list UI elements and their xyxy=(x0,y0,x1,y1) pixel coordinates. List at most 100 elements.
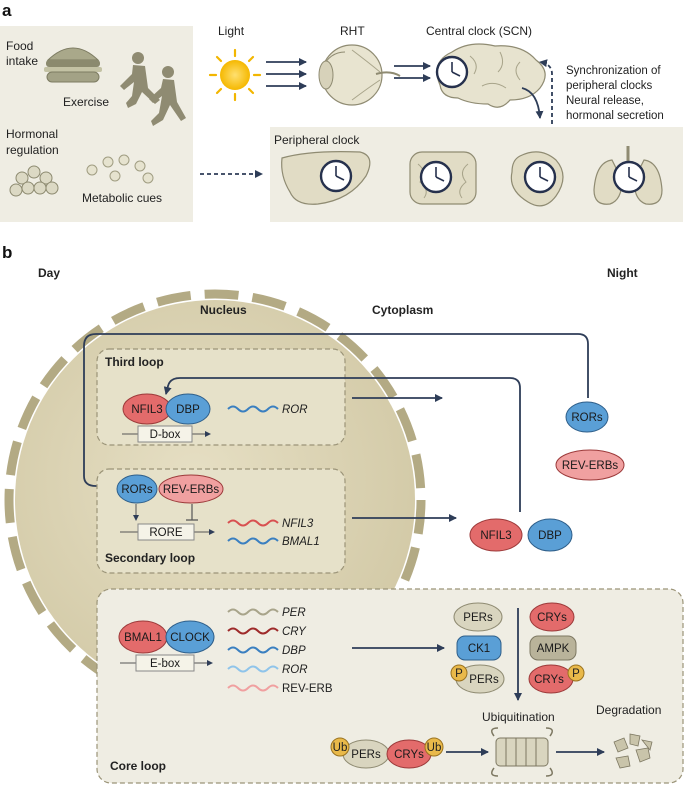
third-dbp xyxy=(165,393,211,425)
hormonal-label-1: Hormonal xyxy=(6,127,58,141)
cyto-nfil3-label: NFIL3 xyxy=(480,530,511,542)
core-mrna-waves xyxy=(227,608,279,692)
food-label-1: Food xyxy=(6,39,33,53)
ror-mrna-wave xyxy=(227,405,279,413)
heart-clock-icon xyxy=(523,160,557,194)
cyto-nfil3 xyxy=(469,518,523,552)
ebox-label: E-box xyxy=(150,658,180,670)
sec-reverbs-label: REV-ERBs xyxy=(163,484,219,496)
metabolic-label: Metabolic cues xyxy=(82,191,162,205)
phospho-pers-label: P xyxy=(455,668,463,680)
reverbs-inhibit-line xyxy=(186,504,198,521)
ub-right-label: Ub xyxy=(427,742,442,754)
cyto-rors xyxy=(565,401,609,433)
sec-gene-bmal1: BMAL1 xyxy=(282,536,320,548)
pers-label: PERs xyxy=(463,612,493,624)
dbox-label: D-box xyxy=(150,429,181,441)
peripheral-feedback-arrow xyxy=(539,59,553,124)
core-gene-per: PER xyxy=(282,607,306,619)
core-clock xyxy=(165,620,215,654)
secondary-loop-title: Secondary loop xyxy=(105,551,195,565)
runners-icon xyxy=(120,52,186,126)
light-label: Light xyxy=(218,24,245,38)
cytoplasm-label: Cytoplasm xyxy=(372,303,433,317)
core-gene-ror: ROR xyxy=(282,664,308,676)
day-label: Day xyxy=(38,266,60,280)
phospho-badge-pers xyxy=(450,664,468,682)
secondary-loop-box xyxy=(96,468,346,574)
core-loop-title: Core loop xyxy=(110,759,166,773)
rore-label: RORE xyxy=(149,527,183,539)
rors-reverbs-feedback-arrow xyxy=(83,333,589,490)
intestine-clock-icon xyxy=(419,160,453,194)
exercise-label: Exercise xyxy=(63,95,109,109)
brain-to-peripheral-arrow xyxy=(521,87,544,119)
nfil3-mrna-wave xyxy=(227,519,279,527)
core-clock-label: CLOCK xyxy=(170,632,210,644)
degradation-label: Degradation xyxy=(596,703,661,717)
core-gene-cry: CRY xyxy=(282,626,307,638)
sec-rors-label: RORs xyxy=(121,484,153,496)
ampk-protein xyxy=(529,635,577,661)
nucleus-label: Nucleus xyxy=(200,303,247,317)
ub-left-label: Ub xyxy=(333,742,348,754)
panel-a-label: a xyxy=(2,1,12,20)
light-arrows xyxy=(266,58,307,90)
food-label-2: intake xyxy=(6,54,38,68)
dbox-element xyxy=(137,425,193,443)
phospho-badge-crys xyxy=(567,664,585,682)
panel-b-label: b xyxy=(2,243,12,262)
pers-p-label: PERs xyxy=(469,674,499,686)
ck1-label: CK1 xyxy=(468,643,490,655)
cyto-dbp-label: DBP xyxy=(538,530,562,542)
hormone-molecule-icon xyxy=(9,165,59,197)
crys-protein xyxy=(529,602,575,632)
ubiquitination-label: Ubiquitination xyxy=(482,710,555,724)
night-label: Night xyxy=(607,266,638,280)
third-loop-title: Third loop xyxy=(105,355,164,369)
peripheral-clock-label: Peripheral clock xyxy=(274,133,360,147)
degraded-fragments-icon xyxy=(613,733,653,769)
peripheral-clock-icons xyxy=(319,159,646,194)
pers-protein xyxy=(453,602,503,632)
sec-gene-nfil3: NFIL3 xyxy=(282,518,314,530)
brain-icon xyxy=(436,43,546,108)
ub-pers-label: PERs xyxy=(351,749,381,761)
sec-rors xyxy=(116,474,158,504)
sync-text-1: Synchronization of xyxy=(566,65,661,77)
crys-label: CRYs xyxy=(537,612,567,624)
sync-text-3: Neural release, xyxy=(566,95,644,107)
ampk-label: AMPK xyxy=(537,643,570,655)
sun-icon xyxy=(208,48,262,102)
core-gene-reverb: REV-ERB xyxy=(282,683,333,695)
bmal1-mrna-wave xyxy=(227,537,279,545)
cyto-reverbs-label: REV-ERBs xyxy=(562,460,618,472)
central-clock-label: Central clock (SCN) xyxy=(426,24,532,38)
sec-reverbs xyxy=(158,474,224,504)
ebox-element xyxy=(135,654,195,672)
rht-label: RHT xyxy=(340,24,365,38)
eye-icon xyxy=(318,44,401,106)
cyto-reverbs xyxy=(555,449,625,481)
liver-clock-icon xyxy=(319,159,353,193)
rore-element xyxy=(137,523,195,541)
core-gene-dbp: DBP xyxy=(282,645,306,657)
metabolite-dots-icon xyxy=(86,154,154,184)
burger-icon xyxy=(44,47,102,83)
sync-text-4: hormonal secretion xyxy=(566,110,664,122)
cyto-rors-label: RORs xyxy=(571,412,603,424)
core-bmal1-label: BMAL1 xyxy=(124,632,162,644)
sync-text-2: peripheral clocks xyxy=(566,80,653,92)
ub-badge-right xyxy=(424,737,444,757)
lungs-clock-icon xyxy=(612,160,646,194)
eye-to-brain-arrows xyxy=(394,62,431,82)
third-ror-gene: ROR xyxy=(282,404,308,416)
third-nfil3-label: NFIL3 xyxy=(131,404,162,416)
proteasome-icon xyxy=(491,727,553,777)
ck1-protein xyxy=(456,635,502,661)
third-dbp-label: DBP xyxy=(176,404,200,416)
cyto-dbp xyxy=(527,518,573,552)
hormonal-label-2: regulation xyxy=(6,143,59,157)
nfil3-dbp-feedback-arrow xyxy=(163,377,521,512)
